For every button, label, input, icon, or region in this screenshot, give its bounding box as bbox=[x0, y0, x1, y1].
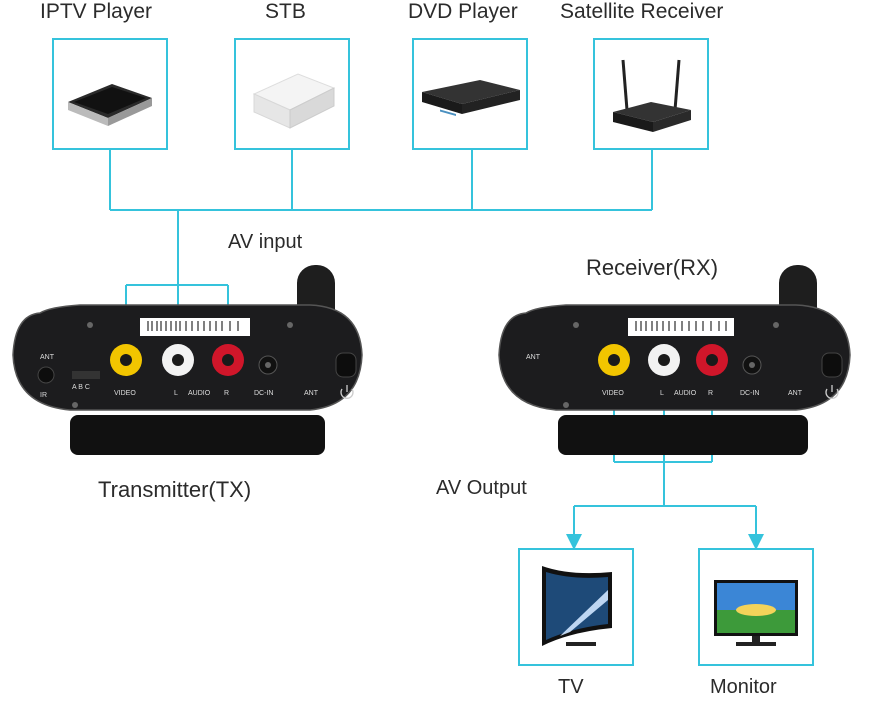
monitor-icon bbox=[714, 580, 798, 646]
receiver-stand bbox=[558, 415, 808, 455]
dvd-player-box bbox=[412, 38, 528, 150]
iptv-box-icon bbox=[68, 84, 152, 126]
rx-l-label: L bbox=[660, 390, 664, 397]
tx-ant-label: ANT bbox=[40, 354, 55, 361]
tx-dcin-label: DC-IN bbox=[254, 390, 273, 397]
rx-dcin-label: DC-IN bbox=[740, 390, 759, 397]
rx-ant2-label: ANT bbox=[788, 390, 803, 397]
av-output-label: AV Output bbox=[436, 477, 527, 499]
monitor-box bbox=[698, 548, 814, 666]
receiver-title: Receiver(RX) bbox=[586, 255, 719, 280]
transmitter-title: Transmitter(TX) bbox=[98, 477, 252, 502]
tx-r-label: R bbox=[224, 390, 229, 397]
tv-box bbox=[518, 548, 634, 666]
av-input-label: AV input bbox=[228, 231, 303, 253]
tx-video-label: VIDEO bbox=[114, 390, 136, 397]
dvd-player-icon bbox=[422, 80, 520, 117]
tx-l-label: L bbox=[174, 390, 178, 397]
rx-video-label: VIDEO bbox=[602, 390, 624, 397]
satellite-receiver-icon bbox=[613, 59, 691, 132]
rx-r-label: R bbox=[708, 390, 713, 397]
source-label-dvd: DVD Player bbox=[408, 0, 518, 23]
receiver-device: ANT VIDEO L AUDIO R DC-IN ANT bbox=[498, 265, 851, 455]
transmitter-device: ANT IR A B C VIDEO L AUDIO R DC-IN ANT bbox=[12, 265, 363, 455]
satellite-receiver-box bbox=[593, 38, 709, 150]
output-label-tv: TV bbox=[558, 676, 584, 698]
source-label-stb: STB bbox=[265, 0, 306, 23]
stb-box-icon bbox=[252, 73, 336, 129]
tx-ir-label: IR bbox=[40, 392, 47, 399]
iptv-player-box bbox=[52, 38, 168, 150]
receiver-barcode bbox=[628, 318, 734, 336]
rx-power-icon bbox=[825, 385, 839, 399]
source-label-satellite: Satellite Receiver bbox=[560, 0, 724, 23]
tx-abc-label: A B C bbox=[72, 384, 90, 391]
tx-audio-label: AUDIO bbox=[188, 390, 211, 397]
stb-box bbox=[234, 38, 350, 150]
rx-ant-label: ANT bbox=[526, 354, 541, 361]
transmitter-stand bbox=[70, 415, 325, 455]
source-label-iptv: IPTV Player bbox=[40, 0, 153, 23]
rx-audio-label: AUDIO bbox=[674, 390, 697, 397]
tx-power-icon bbox=[340, 385, 354, 399]
tx-ant2-label: ANT bbox=[304, 390, 319, 397]
output-label-monitor: Monitor bbox=[710, 676, 777, 698]
tv-icon bbox=[542, 566, 612, 646]
